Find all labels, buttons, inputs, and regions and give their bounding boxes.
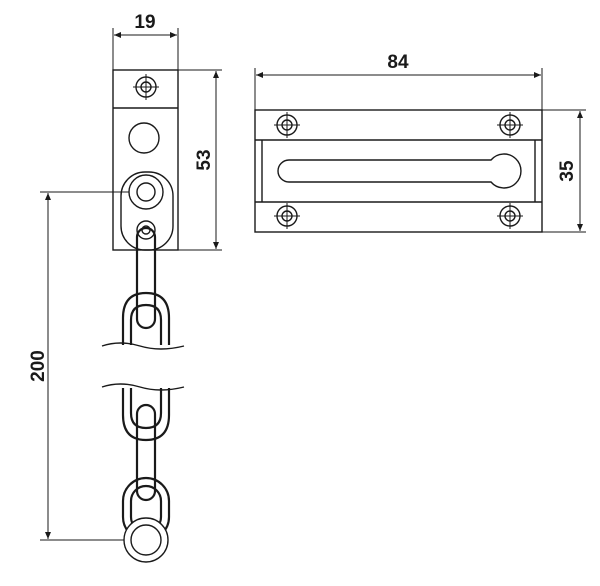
chain (101, 226, 185, 563)
dimension-label-35: 35 (557, 160, 578, 182)
chain-link (135, 226, 157, 330)
plate-screw-hole (497, 203, 523, 229)
chain-break-line (101, 342, 185, 350)
chain-break-line (101, 383, 185, 391)
chain-link (135, 403, 157, 502)
dimension-plate-height: 35 (542, 109, 586, 233)
keyhole-slot (277, 153, 522, 189)
dimension-label-84: 84 (387, 52, 409, 73)
dimension-guard-width: 19 (112, 12, 179, 70)
guard-chain-housing (120, 171, 174, 251)
chain-link (121, 291, 171, 345)
plate-screw-hole (274, 203, 300, 229)
guard-cylinder (128, 122, 160, 154)
dimension-guard-height: 53 (178, 69, 222, 251)
slide-plate-view (254, 109, 543, 233)
dimension-label-200: 200 (28, 350, 49, 382)
slide-plate (254, 109, 543, 233)
plate-screw-hole (274, 112, 300, 138)
chain-link (121, 388, 171, 442)
dimension-plate-width: 84 (254, 52, 543, 110)
plate-screw-hole (497, 112, 523, 138)
dimension-label-19: 19 (134, 12, 155, 33)
dimension-chain-length: 200 (28, 191, 129, 541)
chain-guard-view (112, 69, 179, 251)
dimension-label-53: 53 (194, 149, 215, 170)
